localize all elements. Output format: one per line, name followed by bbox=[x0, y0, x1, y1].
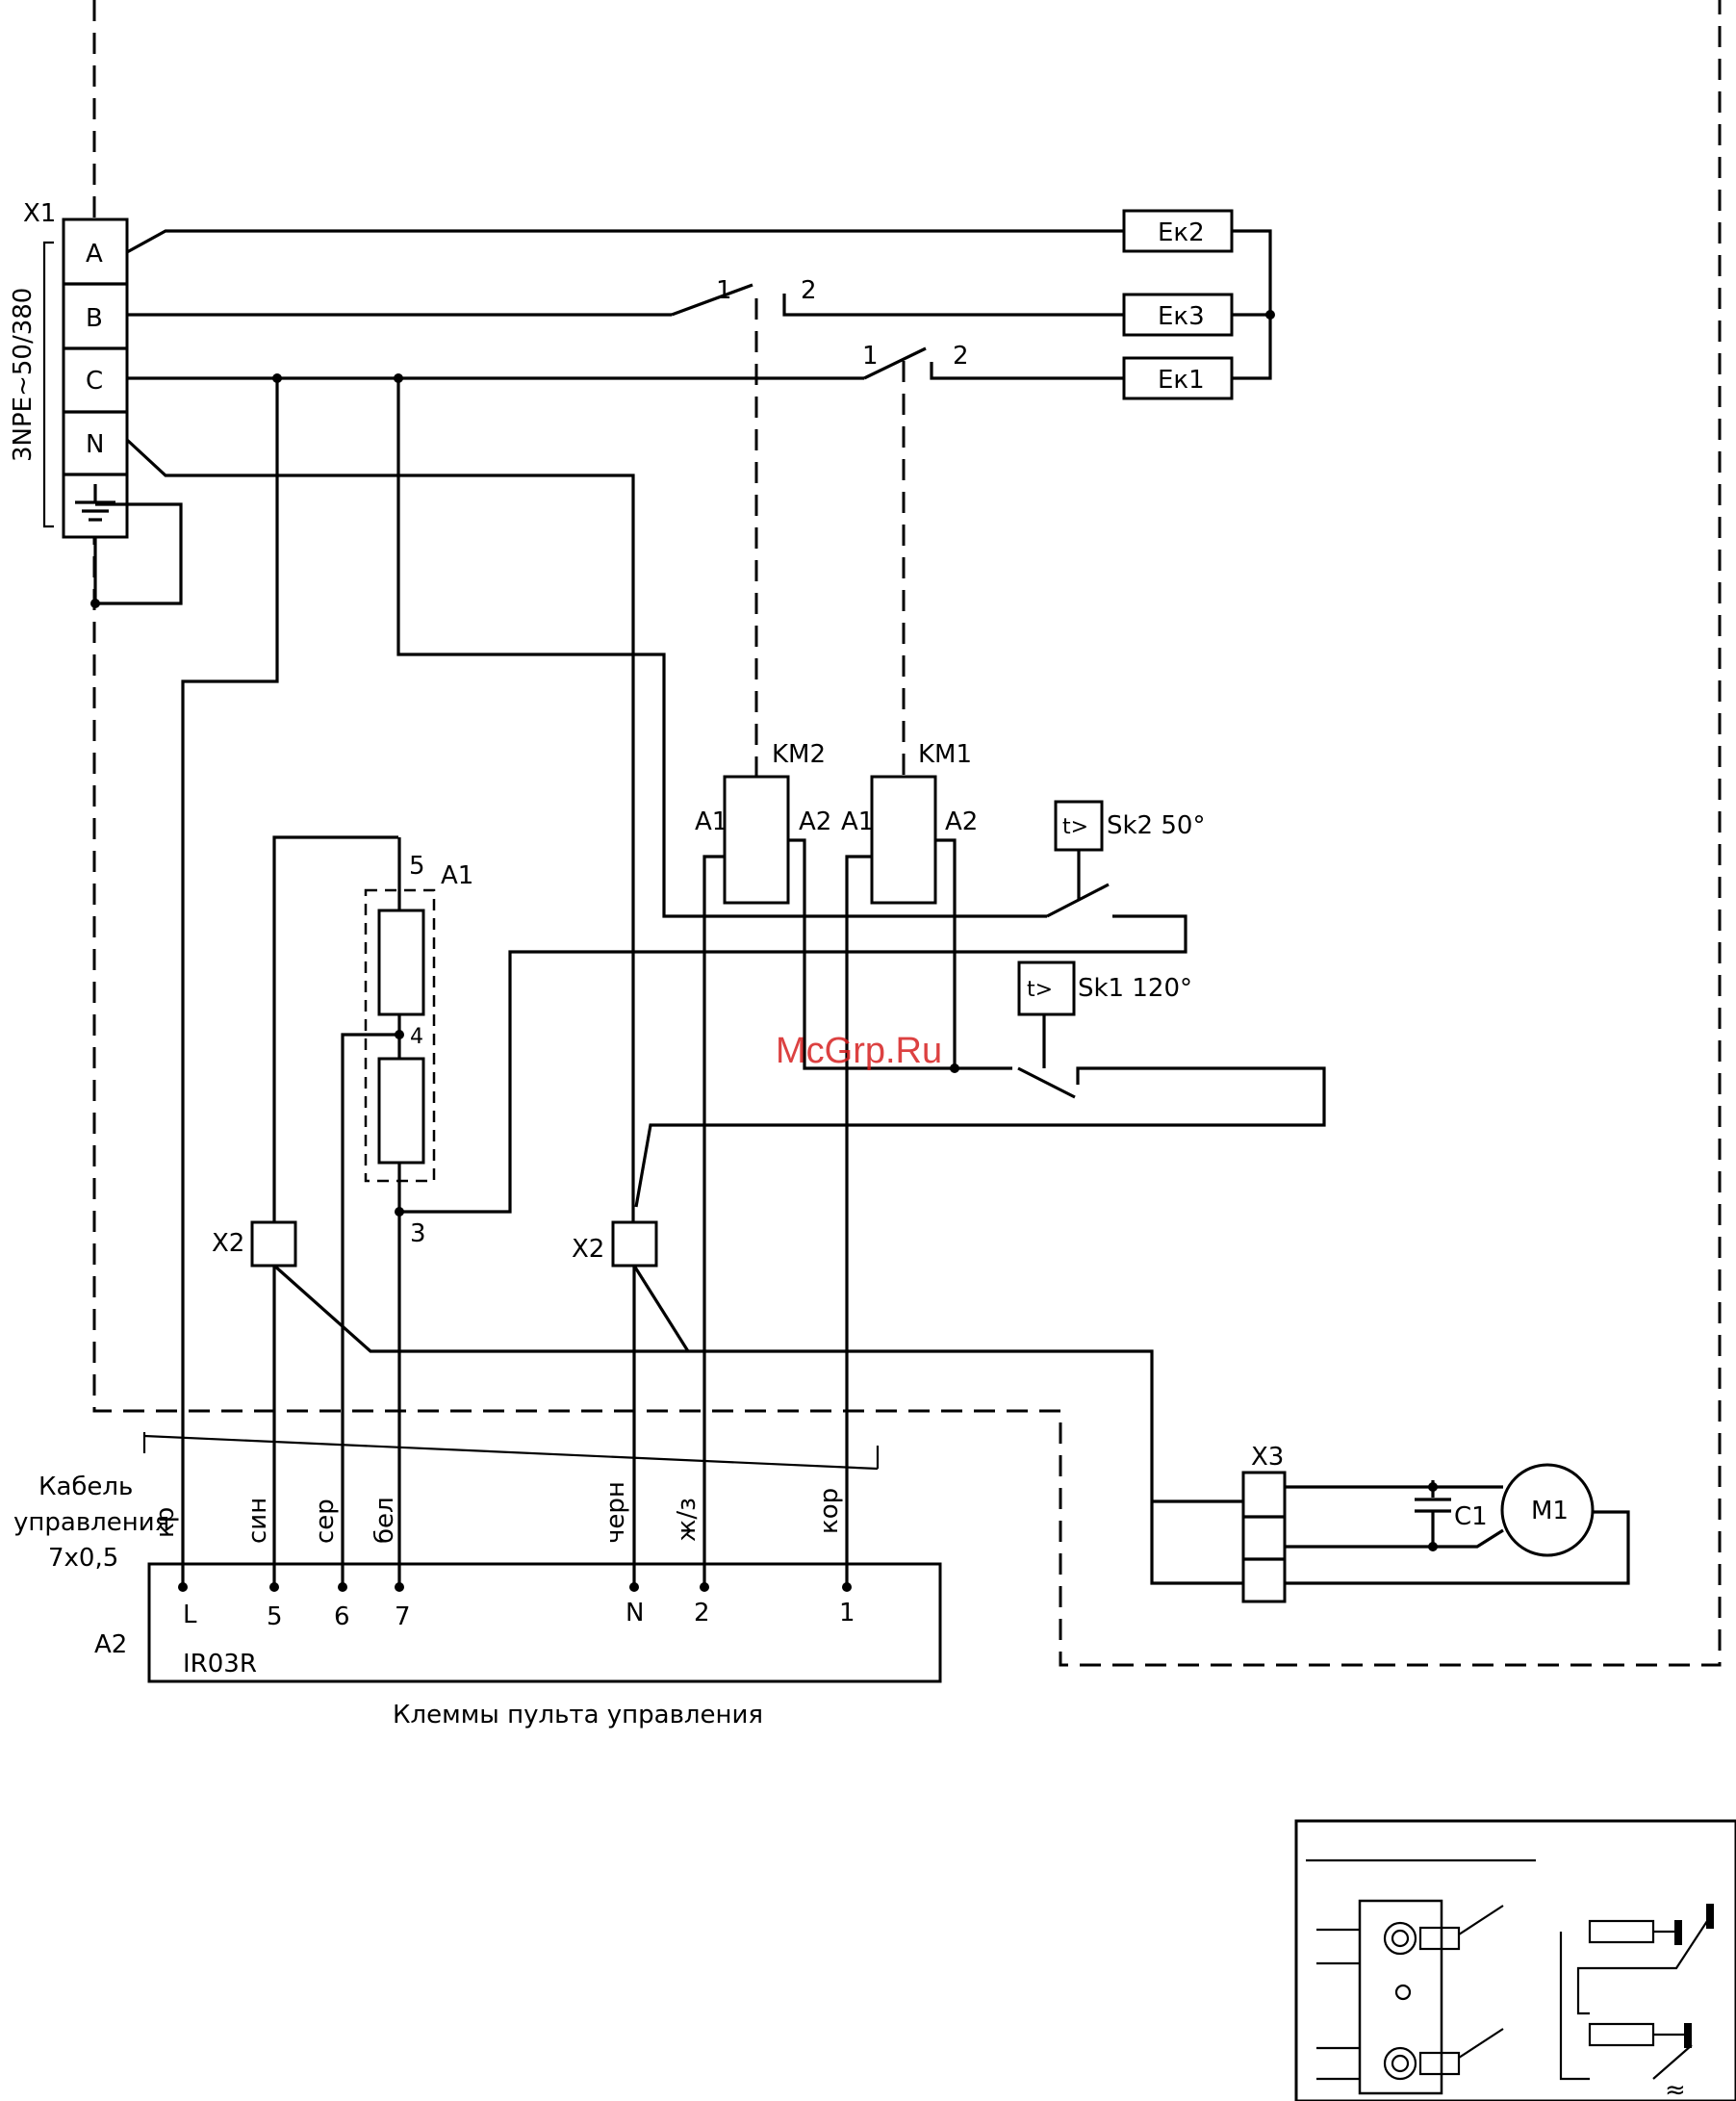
terminal-a: A bbox=[86, 240, 103, 269]
connector-x2-left: X2 bbox=[212, 1222, 295, 1266]
x2-right-label: X2 bbox=[572, 1235, 604, 1264]
heater-ek1-label: Eк1 bbox=[1158, 366, 1205, 395]
cable-title-line1: Кабель bbox=[38, 1473, 133, 1501]
terminal-block-x1: X1 3NPE~50/380 A B C N bbox=[9, 199, 127, 537]
connector-x2-right: X2 bbox=[572, 1222, 656, 1266]
panel-terminal-l: L bbox=[183, 1601, 197, 1629]
wire-kor: кор bbox=[815, 1488, 844, 1534]
cable-title-line2: управления bbox=[13, 1508, 169, 1537]
km2-a2-label: A2 bbox=[799, 807, 831, 836]
km2-contact-pin1: 1 bbox=[716, 276, 732, 305]
sk2-symbol: t> bbox=[1062, 815, 1088, 839]
contactor-km1: KM1 A1 A2 bbox=[841, 740, 978, 903]
sk2-label: Sk2 50° bbox=[1107, 811, 1205, 840]
heater-ek3-label: Eк3 bbox=[1158, 302, 1205, 331]
connector-x3: X3 bbox=[1243, 1443, 1285, 1601]
panel-terminal-1: 1 bbox=[839, 1599, 855, 1627]
km1-a1-label: A1 bbox=[841, 807, 874, 836]
panel-model: IR03R bbox=[183, 1650, 257, 1678]
control-cable: Кабель управления 7х0,5 кр син сер бел ч… bbox=[13, 1432, 878, 1573]
sk1-label: Sk1 120° bbox=[1078, 974, 1192, 1003]
terminal-n: N bbox=[86, 430, 104, 459]
wire-zhz: ж/з bbox=[673, 1498, 702, 1542]
heater-block-a1: A1 5 4 3 bbox=[366, 852, 473, 1248]
panel-terminal-7: 7 bbox=[395, 1602, 411, 1631]
a1-pin4: 4 bbox=[410, 1025, 423, 1049]
wire-ser: сер bbox=[311, 1499, 340, 1544]
km2-contact-pin2: 2 bbox=[801, 276, 817, 305]
c1-label: C1 bbox=[1454, 1502, 1488, 1531]
heater-ek2-label: Eк2 bbox=[1158, 218, 1205, 247]
watermark: McGrp.Ru bbox=[776, 1031, 942, 1071]
wire-bel: бел bbox=[370, 1497, 399, 1544]
m1-label: M1 bbox=[1531, 1497, 1569, 1525]
km2-label: KM2 bbox=[772, 740, 826, 769]
thermostat-sk2: t> Sk2 50° bbox=[1056, 802, 1205, 901]
terminal-c: C bbox=[86, 367, 103, 396]
heater-ek2: Eк2 bbox=[1124, 211, 1232, 251]
a1-pin3: 3 bbox=[410, 1219, 426, 1248]
a1-pin5: 5 bbox=[409, 852, 425, 881]
x2-left-label: X2 bbox=[212, 1229, 244, 1258]
wire-chern: черн bbox=[601, 1481, 630, 1544]
km2-a1-label: A1 bbox=[695, 807, 728, 836]
junction-dots bbox=[90, 310, 1438, 1551]
x3-label: X3 bbox=[1251, 1443, 1284, 1472]
contactor-km2: KM2 A1 A2 bbox=[695, 740, 831, 903]
wire-kr: кр bbox=[151, 1507, 180, 1538]
cable-title-line3: 7х0,5 bbox=[48, 1544, 118, 1573]
panel-terminal-2: 2 bbox=[694, 1599, 710, 1627]
panel-terminal-n: N bbox=[625, 1599, 644, 1627]
a2-label: A2 bbox=[94, 1630, 127, 1659]
terminal-b: B bbox=[86, 304, 103, 333]
panel-terminal-5: 5 bbox=[267, 1602, 283, 1631]
km1-contact-pin2: 2 bbox=[953, 342, 969, 371]
capacitor-c1: C1 bbox=[1415, 1499, 1488, 1531]
supply-label: 3NPE~50/380 bbox=[9, 288, 38, 462]
x1-label: X1 bbox=[23, 199, 56, 228]
km1-label: KM1 bbox=[918, 740, 972, 769]
a1-label: A1 bbox=[441, 861, 473, 890]
km1-a2-label: A2 bbox=[945, 807, 978, 836]
heater-ek3: Eк3 bbox=[1124, 295, 1232, 335]
thermostat-sk1: t> Sk1 120° bbox=[1019, 962, 1192, 1068]
inset-approx-symbol: ≈ bbox=[1665, 2076, 1686, 2101]
inset-detail: ≈ bbox=[1296, 1821, 1736, 2101]
panel-caption: Клеммы пульта управления bbox=[393, 1701, 763, 1729]
motor-wiring bbox=[274, 1266, 1628, 1583]
km1-contact-pin1: 1 bbox=[862, 342, 879, 371]
motor-m1: M1 bbox=[1502, 1465, 1593, 1555]
wire-sin: син bbox=[243, 1498, 272, 1544]
panel-terminal-6: 6 bbox=[334, 1602, 350, 1631]
sk1-symbol: t> bbox=[1027, 978, 1053, 1002]
control-panel-a2: A2 IR03R L 5 6 7 N 2 1 bbox=[94, 1545, 940, 1681]
heater-ek1: Eк1 bbox=[1124, 358, 1232, 398]
